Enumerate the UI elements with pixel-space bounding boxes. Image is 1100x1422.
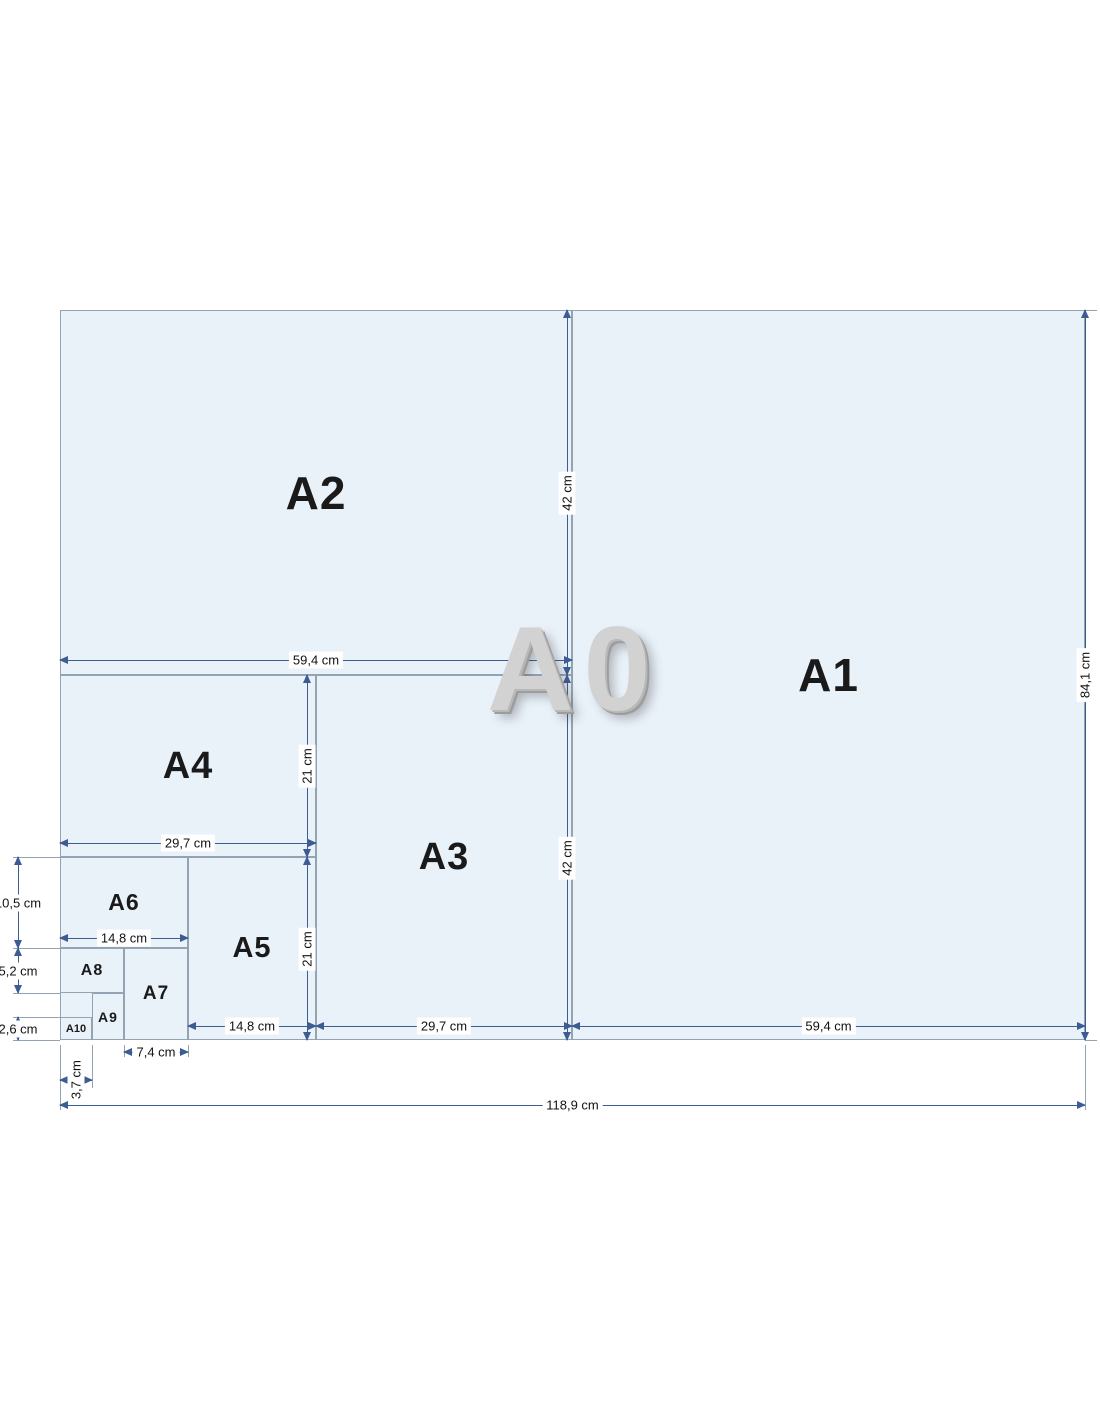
- arrow-right-icon: [308, 1022, 317, 1030]
- arrow-right-icon: [180, 934, 189, 942]
- arrow-left-icon: [123, 1048, 132, 1056]
- panel-a3-label: A3: [418, 836, 470, 878]
- arrow-left-icon: [315, 1022, 324, 1030]
- extension-line: [1085, 1040, 1097, 1041]
- dimension-label: 42 cm: [558, 835, 576, 880]
- dimension-label: 5,2 cm: [0, 962, 42, 979]
- arrow-down-icon: [1081, 1032, 1089, 1041]
- dim-a6-width: 14,8 cm: [59, 929, 189, 947]
- panel-a1-label: A1: [798, 649, 859, 701]
- dimension-label: 59,4 cm: [801, 1017, 856, 1035]
- dimension-label: 7,4 cm: [132, 1043, 180, 1061]
- arrow-up-icon: [303, 674, 311, 683]
- dim-a5-height: 21 cm: [298, 856, 316, 1041]
- dimension-label: 84,1 cm: [1076, 647, 1094, 703]
- dim-a10-height: 2,6 cm: [0, 1016, 42, 1041]
- panel-a10: A10: [60, 1017, 92, 1040]
- arrow-down-icon: [14, 985, 22, 994]
- arrow-down-icon: [563, 1032, 571, 1041]
- dim-a0-width: 118,9 cm: [59, 1096, 1086, 1114]
- arrow-up-icon: [14, 856, 22, 865]
- arrow-left-icon: [59, 1076, 68, 1084]
- panel-a4-label: A4: [162, 744, 214, 787]
- extension-line: [1085, 1045, 1086, 1110]
- extension-line: [13, 857, 60, 858]
- arrow-up-icon: [303, 856, 311, 865]
- panel-a6: A6: [60, 857, 188, 948]
- dim-a5-width: 14,8 cm: [187, 1017, 317, 1035]
- panel-a8: A8: [60, 948, 124, 993]
- dim-a0-height: 84,1 cm: [1076, 309, 1094, 1041]
- arrow-up-icon: [14, 947, 22, 956]
- dimension-label: 29,7 cm: [416, 1017, 472, 1035]
- extension-line: [92, 1045, 93, 1088]
- panel-a9-label: A9: [98, 1008, 118, 1025]
- arrow-up-icon: [1081, 309, 1089, 318]
- arrow-left-icon: [187, 1022, 196, 1030]
- panel-a4: A4: [60, 675, 316, 857]
- dim-a4-width: 29,7 cm: [59, 834, 317, 852]
- panel-a5: A5: [188, 857, 316, 1040]
- extension-line: [1085, 310, 1097, 311]
- dimension-label: 42 cm: [558, 470, 576, 515]
- arrow-left-icon: [59, 934, 68, 942]
- dim-a3-height: 42 cm: [558, 674, 576, 1041]
- arrow-right-icon: [564, 656, 573, 664]
- arrow-down-icon: [14, 940, 22, 949]
- panel-a2: A2: [60, 310, 572, 675]
- dim-a4-height: 21 cm: [298, 674, 316, 858]
- arrow-right-icon: [564, 1022, 573, 1030]
- dim-a8-height: 5,2 cm: [0, 947, 42, 994]
- extension-line: [13, 948, 60, 949]
- dimension-label: 14,8 cm: [224, 1017, 280, 1035]
- arrow-left-icon: [59, 1101, 68, 1109]
- extension-line: [13, 1040, 60, 1041]
- arrow-left-icon: [59, 839, 68, 847]
- arrow-down-icon: [303, 849, 311, 858]
- arrow-right-icon: [1077, 1101, 1086, 1109]
- arrow-right-icon: [84, 1076, 93, 1084]
- extension-line: [13, 1017, 60, 1018]
- dimension-label: 21 cm: [298, 926, 316, 971]
- arrow-left-icon: [59, 656, 68, 664]
- arrow-up-icon: [563, 674, 571, 683]
- panel-a10-label: A10: [65, 1022, 87, 1035]
- panel-a6-label: A6: [108, 889, 140, 915]
- dimension-label: 29,7 cm: [160, 834, 216, 852]
- dim-a6-height: 10,5 cm: [0, 856, 46, 949]
- dim-a1-width: 59,4 cm: [571, 1017, 1086, 1035]
- a0-watermark-label: A0: [487, 602, 661, 736]
- panel-a7: A7: [124, 948, 188, 1040]
- arrow-right-icon: [1077, 1022, 1086, 1030]
- arrow-up-icon: [563, 309, 571, 318]
- arrow-right-icon: [180, 1048, 189, 1056]
- panel-a2-label: A2: [285, 466, 347, 519]
- dimension-label: 59,4 cm: [288, 651, 344, 669]
- dim-a2-height: 42 cm: [558, 309, 576, 676]
- arrow-down-icon: [563, 667, 571, 676]
- arrow-right-icon: [308, 839, 317, 847]
- arrow-down-icon: [303, 1032, 311, 1041]
- panel-a5-label: A5: [232, 932, 272, 964]
- dimension-label: 3,7 cm: [67, 1056, 85, 1104]
- arrow-left-icon: [571, 1022, 580, 1030]
- dimension-label: 21 cm: [298, 744, 316, 788]
- panel-a7-label: A7: [142, 983, 170, 1004]
- dim-a10-width: 3,7 cm: [59, 1056, 93, 1104]
- panel-a8-label: A8: [80, 961, 104, 979]
- dimension-label: 10,5 cm: [0, 894, 46, 911]
- dimension-label: 14,8 cm: [96, 929, 152, 947]
- dim-a3-width: 29,7 cm: [315, 1017, 573, 1035]
- dimension-label: 2,6 cm: [0, 1020, 42, 1037]
- panel-a9: A9: [92, 993, 124, 1040]
- dimension-label: 118,9 cm: [542, 1096, 603, 1114]
- dim-a2-width: 59,4 cm: [59, 651, 573, 669]
- dim-a7-width: 7,4 cm: [123, 1043, 189, 1061]
- extension-line: [13, 993, 60, 994]
